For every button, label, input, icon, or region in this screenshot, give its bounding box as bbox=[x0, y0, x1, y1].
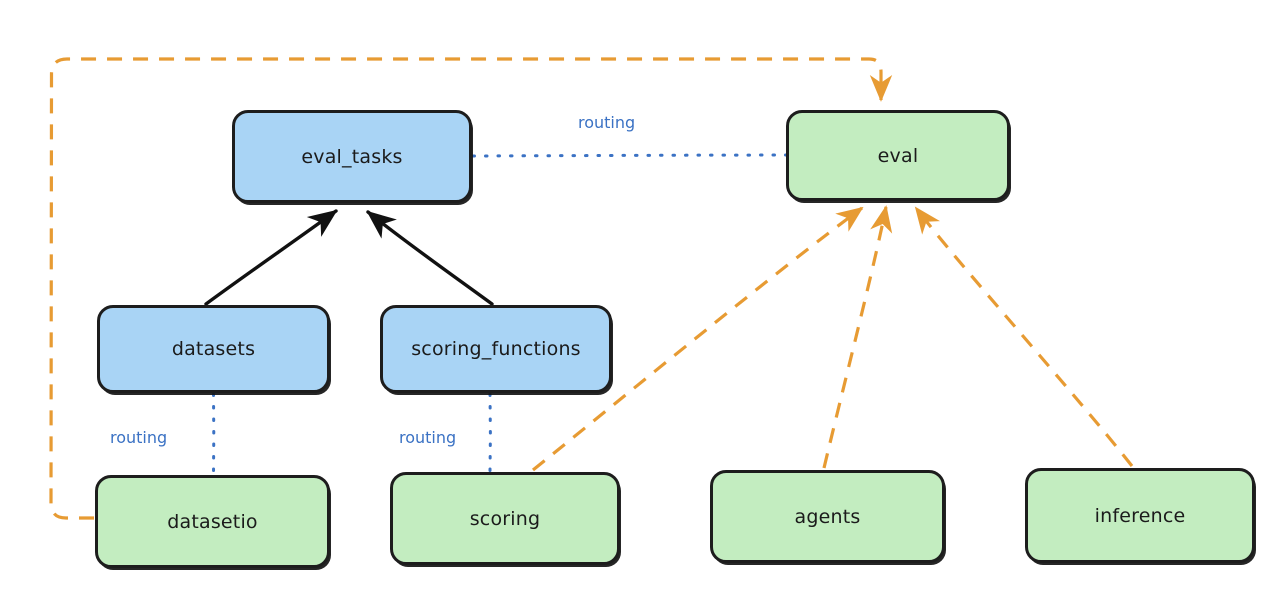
node-label: scoring_functions bbox=[411, 338, 581, 360]
node-eval[interactable]: eval bbox=[786, 110, 1010, 201]
edge-label-routing-scoring: routing bbox=[399, 428, 457, 447]
edge-scoring-functions-to-eval-tasks bbox=[366, 210, 494, 306]
node-label: datasetio bbox=[167, 510, 258, 533]
edge-eval-tasks-to-eval bbox=[471, 153, 788, 158]
node-scoring-functions[interactable]: scoring_functions bbox=[380, 305, 612, 393]
node-agents[interactable]: agents bbox=[710, 470, 945, 563]
node-label: scoring bbox=[469, 507, 541, 530]
node-eval-tasks[interactable]: eval_tasks bbox=[232, 110, 472, 203]
edge-inference-to-eval bbox=[914, 206, 1134, 467]
edge-label-routing-eval: routing bbox=[578, 113, 636, 132]
node-datasetio[interactable]: datasetio bbox=[95, 475, 330, 568]
node-inference[interactable]: inference bbox=[1025, 468, 1255, 563]
node-scoring[interactable]: scoring bbox=[390, 472, 620, 565]
node-datasets[interactable]: datasets bbox=[97, 305, 330, 393]
node-label: eval_tasks bbox=[301, 145, 403, 168]
edge-label-routing-datasetio: routing bbox=[110, 428, 168, 447]
node-label: inference bbox=[1094, 504, 1186, 527]
node-label: agents bbox=[794, 505, 861, 528]
node-label: eval bbox=[877, 144, 919, 167]
edge-agents-to-eval bbox=[822, 205, 893, 469]
node-label: datasets bbox=[171, 338, 256, 360]
edge-datasets-to-eval-tasks bbox=[204, 209, 338, 306]
